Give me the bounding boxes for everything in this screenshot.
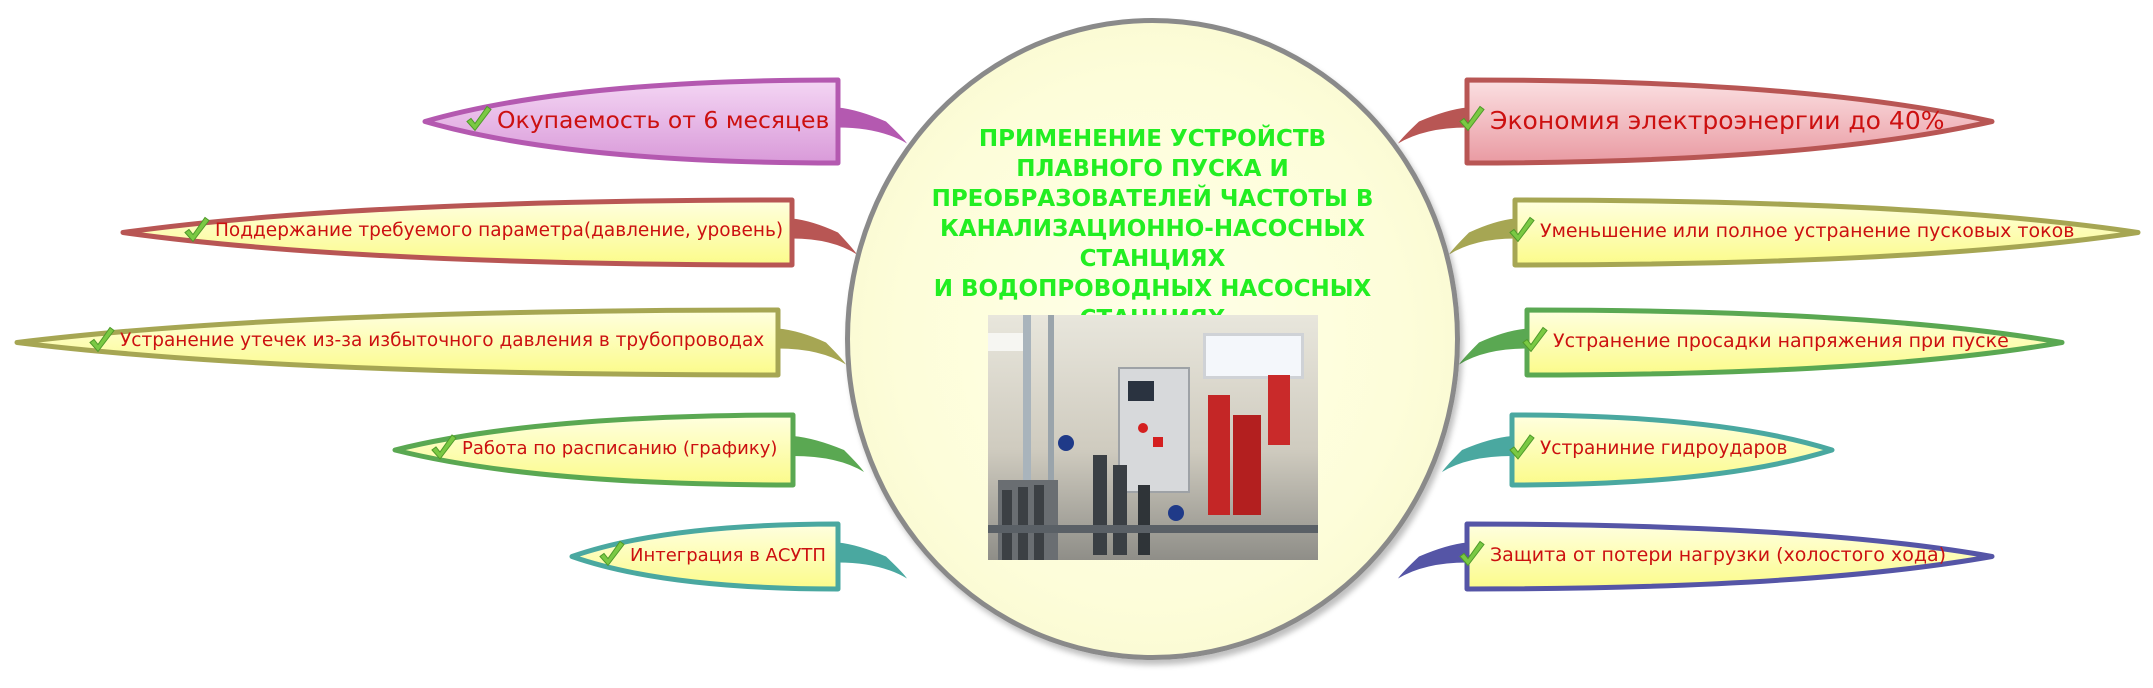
branch-label-right-4: Устраниние гидроударов [1540,437,1788,459]
connector-right-3 [1459,328,1527,365]
branch-nodes [14,77,2141,592]
connector-left-3 [778,328,846,365]
check-icon [466,105,492,132]
branch-label-left-2: Поддержание требуемого параметра(давлени… [215,220,784,242]
branch-label-right-1: Экономия электроэнергии до 40% [1490,105,1945,135]
connector-right-4 [1442,436,1512,472]
connector-right-1 [1398,107,1467,144]
check-icon [1522,326,1548,353]
check-icon [1509,216,1535,243]
branch-label-left-5: Интеграция в АСУТП [630,544,826,566]
branch-label-left-3: Устранение утечек из-за избыточного давл… [120,330,765,352]
branch-node-left-2 [120,197,795,268]
connector-right-2 [1449,218,1515,255]
check-icon [431,434,457,460]
branch-label-right-2: Уменьшение или полное устранение пусковы… [1540,220,2075,243]
branch-label-left-4: Работа по расписанию (графику) [462,438,778,460]
branch-node-left-5 [569,521,841,592]
connector-right-5 [1398,542,1467,579]
branch-node-left-4 [392,412,796,488]
branch-label-right-5: Защита от потери нагрузки (холостого ход… [1490,544,1947,567]
pump-station-photo [988,315,1318,560]
check-icon [1509,434,1535,460]
connector-left-5 [838,542,907,579]
check-icon [89,326,115,353]
connectors [778,107,1527,579]
branch-label-left-1: Окупаемость от 6 месяцев [497,105,830,134]
connector-left-1 [838,107,907,144]
connector-left-4 [793,436,864,472]
check-icon [1459,540,1485,567]
check-icon [599,540,625,567]
branch-node-left-3 [14,307,781,378]
branch-node-left-1 [422,77,841,166]
branch-label-right-3: Устранение просадки напряжения при пуске [1553,330,2009,353]
check-icon [184,216,210,243]
connector-left-2 [792,218,857,255]
check-icon [1459,105,1485,132]
